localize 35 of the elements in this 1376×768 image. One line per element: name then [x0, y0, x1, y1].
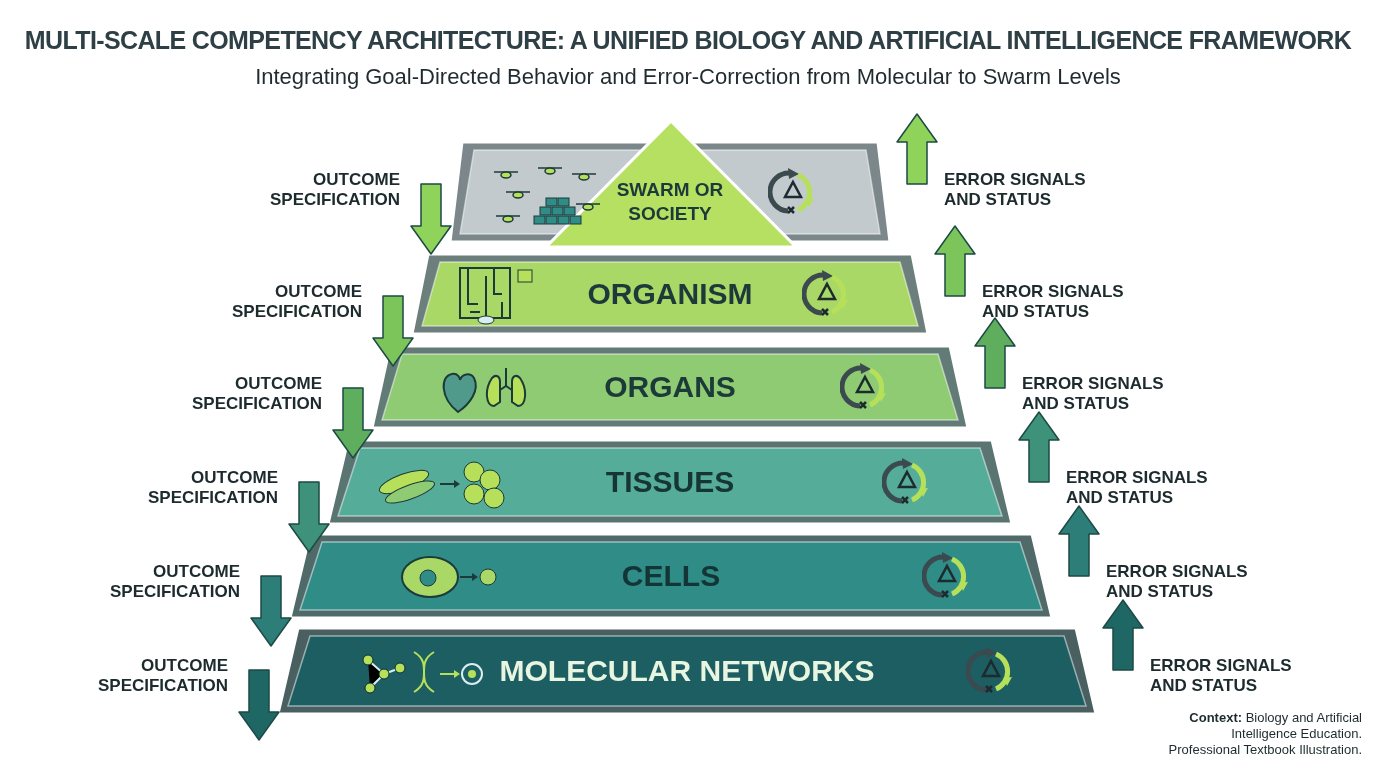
- tier-label: TISSUES: [605, 464, 735, 501]
- block-arrow: [974, 316, 1016, 391]
- block-arrow: [1102, 598, 1144, 673]
- block-arrow: [372, 294, 414, 369]
- tier-label: CELLS: [621, 558, 721, 595]
- block-arrow: [250, 574, 292, 649]
- tier-label: SWARM OR SOCIETY: [615, 178, 725, 226]
- error-label: ERROR SIGNALS AND STATUS: [1022, 374, 1165, 414]
- outcome-label: OUTCOME SPECIFICATION: [146, 468, 278, 508]
- outcome-label: OUTCOME SPECIFICATION: [96, 656, 228, 696]
- caption: Context: Biology and Artificial Intelligence Education. Professional Textbook Illustration.: [1167, 710, 1362, 758]
- block-arrow: [410, 182, 452, 257]
- title: MULTI-SCALE COMPETENCY ARCHITECTURE: A UNIFIED BIOLOGY AND ARTIFICIAL INTELLIGENCE FRAMEWORK: [23, 28, 1353, 53]
- block-arrow: [238, 668, 280, 743]
- error-label: ERROR SIGNALS AND STATUS: [982, 282, 1125, 322]
- tier-label: ORGANISM: [587, 276, 753, 313]
- subtitle: Integrating Goal-Directed Behavior and Error-Correction from Molecular to Swarm Levels: [254, 66, 1122, 88]
- block-arrow: [934, 224, 976, 299]
- pyramid-tier: [410, 252, 930, 336]
- block-arrow: [332, 386, 374, 461]
- block-arrow: [288, 480, 330, 555]
- outcome-label: OUTCOME SPECIFICATION: [190, 374, 322, 414]
- tier-label: MOLECULAR NETWORKS: [499, 653, 875, 690]
- outcome-label: OUTCOME SPECIFICATION: [230, 282, 362, 322]
- block-arrow: [1018, 410, 1060, 485]
- error-label: ERROR SIGNALS AND STATUS: [1150, 656, 1293, 696]
- pyramid-tier: [370, 344, 970, 430]
- outcome-label: OUTCOME SPECIFICATION: [108, 562, 240, 602]
- outcome-label: OUTCOME SPECIFICATION: [268, 170, 400, 210]
- error-label: ERROR SIGNALS AND STATUS: [1066, 468, 1209, 508]
- error-label: ERROR SIGNALS AND STATUS: [1106, 562, 1249, 602]
- block-arrow: [1058, 504, 1100, 579]
- tier-label: ORGANS: [604, 369, 736, 406]
- error-label: ERROR SIGNALS AND STATUS: [944, 170, 1087, 210]
- block-arrow: [896, 112, 938, 187]
